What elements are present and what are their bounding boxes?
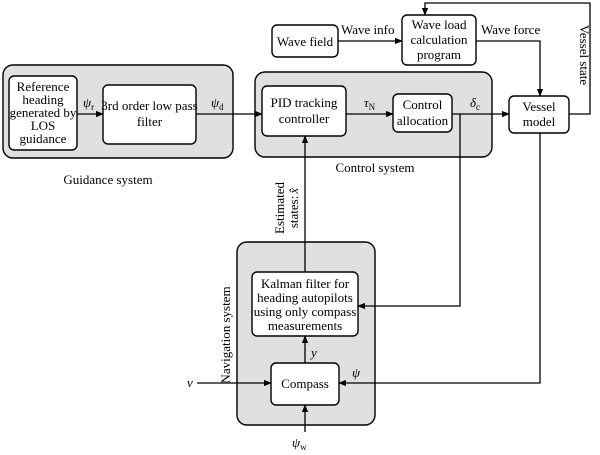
kalman-line-3: using only compass	[254, 304, 357, 319]
label-wave-info: Wave info	[341, 22, 394, 37]
arrow-delta-to-kalman	[357, 114, 461, 310]
control-system-label: Control system	[335, 160, 414, 175]
lowpass-line-2: filter	[137, 114, 163, 129]
label-psi-w: ψw	[292, 435, 307, 452]
wave-field-text: Wave field	[277, 34, 334, 49]
reference-heading-block: Reference heading generated by LOS guida…	[8, 75, 78, 151]
label-v: v	[187, 375, 193, 390]
label-estimated-states-2: states:x̂	[286, 188, 301, 229]
label-tau-n: τN	[364, 95, 376, 112]
reference-line-3: generated by	[10, 105, 77, 120]
lowpass-line-1: 3rd order low pass	[101, 98, 197, 113]
arrow-waveforce-to-vessel	[476, 40, 544, 97]
pid-line-1: PID tracking	[271, 95, 338, 110]
compass-text: Compass	[281, 376, 329, 391]
label-estimated-states-2-group: states:x̂	[286, 188, 301, 229]
label-x-hat: x̂	[286, 188, 301, 195]
reference-line-5: guidance	[20, 131, 67, 146]
lowpass-filter-block: 3rd order low pass filter	[101, 84, 198, 145]
reference-line-4: LOS	[31, 118, 56, 133]
label-delta-c: δc	[470, 95, 480, 112]
label-psi-r: ψr	[83, 95, 94, 112]
vessel-line-1: Vessel	[522, 99, 556, 114]
wave-load-line-1: Wave load	[412, 17, 467, 32]
vessel-line-2: model	[523, 114, 556, 129]
navigation-system-label: Navigation system	[218, 286, 233, 383]
label-vessel-state: Vessel state	[577, 25, 592, 86]
kalman-line-1: Kalman filter for	[261, 276, 350, 291]
reference-line-2: heading	[22, 92, 64, 107]
arrow-vessel-state-feedback	[421, 2, 591, 115]
guidance-system-label: Guidance system	[63, 172, 152, 187]
kalman-line-4: measurements	[268, 318, 342, 333]
pid-controller-block: PID tracking controller	[261, 85, 347, 137]
vessel-model-block: Vessel model	[508, 95, 570, 134]
allocation-line-1: Control	[403, 97, 443, 112]
label-y: y	[309, 345, 317, 360]
compass-block: Compass	[270, 362, 340, 406]
allocation-line-2: allocation	[397, 113, 449, 128]
wave-load-line-2: calculation	[410, 32, 468, 47]
label-psi-d: ψd	[211, 95, 224, 112]
wave-load-line-3: program	[417, 47, 461, 62]
pid-line-2: controller	[279, 111, 330, 126]
label-estimated-states-1: Estimated	[272, 182, 287, 234]
label-psi: ψ	[352, 365, 361, 380]
arrow-vessel-psi-to-compass	[338, 133, 541, 387]
kalman-line-2: heading autopilots	[257, 290, 353, 305]
reference-line-1: Reference	[17, 79, 70, 94]
wave-field-block: Wave field	[271, 24, 339, 58]
label-wave-force: Wave force	[481, 22, 540, 37]
wave-load-block: Wave load calculation program	[401, 14, 477, 66]
control-allocation-block: Control allocation	[392, 93, 453, 133]
kalman-filter-block: Kalman filter for heading autopilots usi…	[251, 271, 359, 337]
